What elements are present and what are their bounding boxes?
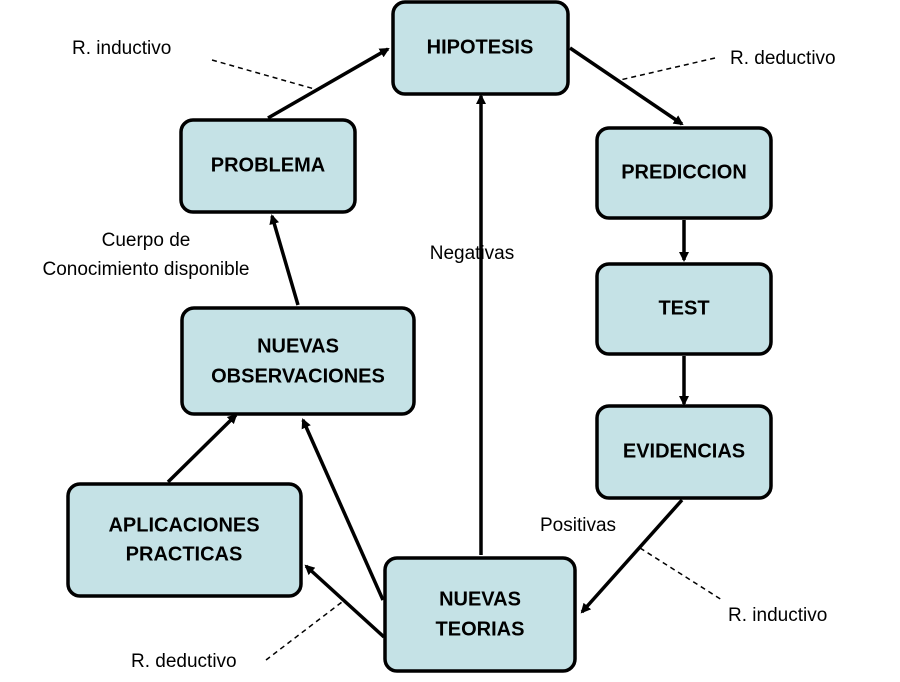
node-nuevas-observaciones-box xyxy=(180,306,416,416)
node-nuevas-teorias-line2: TEORIAS xyxy=(436,618,525,640)
node-nuevas-teorias: NUEVAS TEORIAS xyxy=(383,556,577,673)
arrow-nuevas-teorias-to-observaciones xyxy=(301,418,385,601)
node-hipotesis-label: HIPOTESIS xyxy=(427,36,534,58)
node-test-box xyxy=(595,262,773,356)
label-r-inductivo-top: R. inductivo xyxy=(72,38,171,59)
arrow-aplicaciones-to-observaciones xyxy=(166,413,238,484)
node-aplicaciones-practicas-line2: PRACTICAS xyxy=(126,543,243,565)
node-nuevas-teorias-line1: NUEVAS xyxy=(439,588,521,610)
node-prediccion-box xyxy=(595,126,773,220)
leader-r-inductivo-top xyxy=(211,59,319,91)
node-problema-label: PROBLEMA xyxy=(211,154,325,176)
node-prediccion: PREDICCION xyxy=(595,126,773,220)
label-positivas: Positivas xyxy=(540,515,616,536)
leader-r-deductivo-top xyxy=(619,57,716,81)
node-aplicaciones-practicas: APLICACIONES PRACTICAS xyxy=(66,482,303,598)
node-hipotesis-box xyxy=(391,0,570,96)
node-nuevas-teorias-box xyxy=(383,556,577,673)
node-problema-box xyxy=(179,118,357,214)
node-nuevas-observaciones-line1: NUEVAS xyxy=(257,335,339,357)
node-nuevas-observaciones-line2: OBSERVACIONES xyxy=(211,365,385,387)
label-cuerpo-line1: Cuerpo de xyxy=(102,230,191,251)
arrow-evidencias-to-nuevas-teorias xyxy=(580,498,684,614)
arrow-nuevas-teorias-to-aplicaciones xyxy=(304,564,386,639)
leader-r-deductivo-bottom xyxy=(265,601,343,661)
node-problema: PROBLEMA xyxy=(179,118,357,214)
node-prediccion-label: PREDICCION xyxy=(621,161,747,183)
arrow-problema-to-hipotesis xyxy=(267,47,390,120)
label-r-inductivo-bottom: R. inductivo xyxy=(728,605,827,626)
node-test-label: TEST xyxy=(658,297,709,319)
node-evidencias: EVIDENCIAS xyxy=(595,404,773,500)
arrow-observaciones-to-problema xyxy=(269,214,300,306)
label-r-deductivo-top: R. deductivo xyxy=(730,48,836,69)
node-nuevas-observaciones: NUEVAS OBSERVACIONES xyxy=(180,306,416,416)
label-cuerpo-line2: Conocimiento disponible xyxy=(42,259,249,280)
node-test: TEST xyxy=(595,262,773,356)
node-aplicaciones-practicas-box xyxy=(66,482,303,598)
node-evidencias-box xyxy=(595,404,773,500)
label-r-deductivo-bottom: R. deductivo xyxy=(131,651,237,672)
node-aplicaciones-practicas-line1: APLICACIONES xyxy=(108,514,259,536)
leader-r-inductivo-bottom xyxy=(639,547,723,601)
arrow-hipotesis-to-prediccion xyxy=(569,46,684,126)
label-negativas: Negativas xyxy=(430,243,515,264)
node-hipotesis: HIPOTESIS xyxy=(391,0,570,96)
node-evidencias-label: EVIDENCIAS xyxy=(623,440,745,462)
